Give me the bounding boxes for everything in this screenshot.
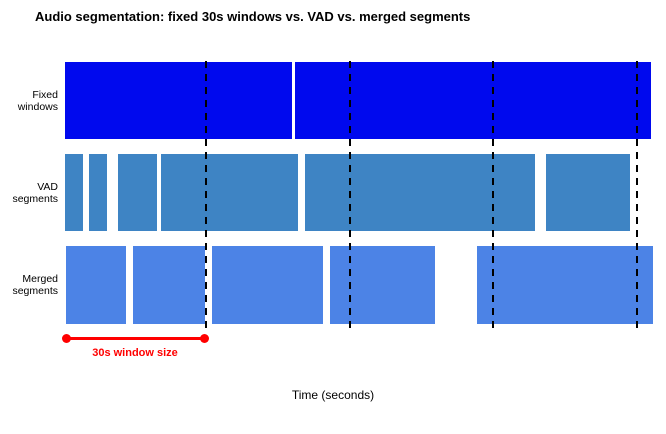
merged-segments-segment [477,246,653,324]
row-label-line: segments [12,285,58,297]
window-size-arrow [66,337,204,340]
row-label-line: segments [12,192,58,205]
row-label-line: VAD [37,180,58,193]
window-boundary-line [205,61,207,329]
vad-segments-segment [305,154,535,231]
vad-segments-segment [546,154,630,231]
merged-segments-segment [330,246,435,324]
window-boundary-line [636,61,638,329]
row-label-line: Fixed [32,88,58,101]
vad-segments-segment [89,154,107,231]
window-boundary-line [492,61,494,329]
vad-segments-segment [65,154,83,231]
figure-title: Audio segmentation: fixed 30s windows vs… [35,9,471,24]
merged-segments-segment [212,246,323,324]
vad-segments-segment [161,154,298,231]
arrow-end-dot [200,334,209,343]
fixed-windows-segment [65,62,292,139]
merged-segments-segment [66,246,126,324]
merged-segments-segment [133,246,205,324]
fixed-windows-segment [295,62,651,139]
window-size-label: 30s window size [92,347,178,359]
window-boundary-line [349,61,351,329]
vad-segments-segment [118,154,157,231]
arrow-start-dot [62,334,71,343]
row-label-line: Merged [22,273,58,285]
x-axis-label: Time (seconds) [291,388,375,402]
row-label-line: windows [17,100,58,113]
